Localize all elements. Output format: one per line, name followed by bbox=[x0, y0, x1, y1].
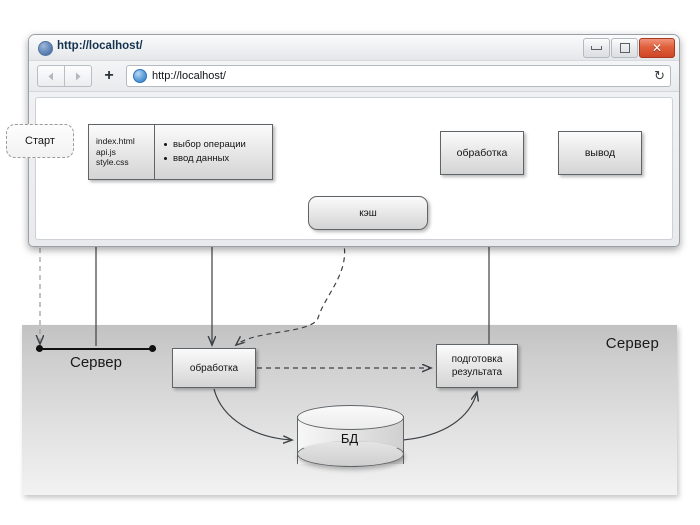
maximize-button[interactable] bbox=[611, 38, 638, 58]
browser-titlebar[interactable]: http://localhost/ ✕ bbox=[29, 35, 679, 61]
node-database[interactable]: БД bbox=[297, 405, 404, 475]
cylinder-bottom bbox=[297, 441, 404, 467]
forward-arrow-icon bbox=[76, 72, 81, 80]
node-page-actions: выбор операции ввод данных bbox=[155, 125, 272, 179]
globe-icon bbox=[133, 69, 147, 83]
node-client-process-label: обработка bbox=[456, 147, 508, 159]
cylinder-top bbox=[297, 405, 404, 430]
node-cache-label: кэш bbox=[359, 207, 377, 219]
new-tab-button[interactable]: + bbox=[104, 67, 114, 84]
window-controls[interactable]: ✕ bbox=[583, 38, 675, 58]
globe-icon bbox=[38, 41, 53, 56]
forward-button[interactable] bbox=[65, 65, 92, 87]
navigation-buttons[interactable] bbox=[37, 65, 92, 87]
browser-toolbar[interactable]: + http://localhost/ ↻ bbox=[29, 61, 679, 92]
node-page[interactable]: index.html api.js style.css выбор операц… bbox=[88, 124, 273, 180]
wire-server-process-to-db bbox=[213, 388, 292, 440]
server-region-label: Сервер bbox=[605, 335, 659, 352]
reload-icon[interactable]: ↻ bbox=[654, 68, 665, 83]
file-index-html: index.html bbox=[96, 136, 135, 147]
action-input-data: ввод данных bbox=[164, 152, 272, 166]
back-button[interactable] bbox=[37, 65, 65, 87]
server-lifeline-label: Сервер bbox=[69, 354, 122, 371]
lifeline-dot-left bbox=[36, 345, 43, 352]
close-button[interactable]: ✕ bbox=[639, 38, 675, 58]
maximize-icon bbox=[619, 43, 630, 53]
url-text: http://localhost/ bbox=[152, 70, 226, 82]
node-start[interactable]: Старт bbox=[6, 124, 74, 158]
node-output-label: вывод bbox=[584, 147, 616, 159]
node-cache[interactable]: кэш bbox=[308, 196, 428, 230]
window-title: http://localhost/ bbox=[57, 40, 143, 52]
node-server-process[interactable]: обработка bbox=[172, 348, 256, 388]
node-start-label: Старт bbox=[25, 135, 55, 147]
address-bar[interactable]: http://localhost/ ↻ bbox=[126, 65, 671, 87]
action-select-operation: выбор операции bbox=[164, 138, 272, 152]
close-icon: ✕ bbox=[651, 41, 663, 55]
wire-db-to-prepare bbox=[402, 392, 477, 441]
minimize-button[interactable] bbox=[583, 38, 610, 58]
server-lifeline: Сервер bbox=[36, 345, 156, 372]
minimize-icon bbox=[591, 46, 602, 50]
node-server-process-label: обработка bbox=[189, 362, 239, 374]
node-prepare-result-label: подготовка результата bbox=[451, 354, 503, 378]
file-api-js: api.js bbox=[96, 146, 116, 157]
node-client-process[interactable]: обработка bbox=[440, 131, 524, 175]
lifeline-dot-right bbox=[149, 345, 156, 352]
node-prepare-result[interactable]: подготовка результата bbox=[436, 344, 518, 388]
file-style-css: style.css bbox=[96, 157, 129, 168]
wire-cache-to-server-process bbox=[236, 230, 346, 345]
lifeline-bar bbox=[36, 348, 156, 350]
node-output[interactable]: вывод bbox=[558, 131, 642, 175]
node-database-label: БД bbox=[340, 431, 359, 446]
node-page-files: index.html api.js style.css bbox=[89, 125, 155, 179]
back-arrow-icon bbox=[48, 72, 53, 80]
